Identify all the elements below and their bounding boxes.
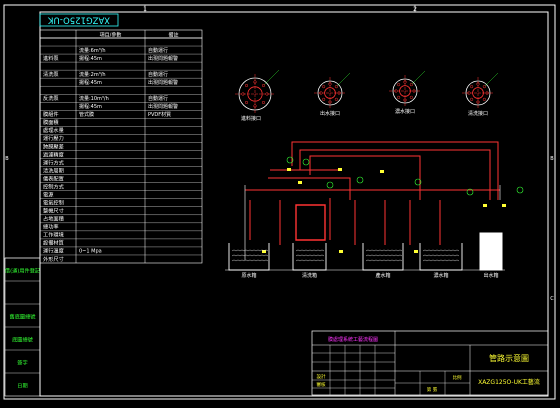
col-mark-1: 1 bbox=[143, 6, 147, 13]
tank-label: 出水箱 bbox=[483, 272, 498, 279]
flange-2: 出水接口 bbox=[314, 72, 351, 117]
row-mark-right-c: C bbox=[550, 296, 554, 302]
spec-row-label: 清洗泵 bbox=[43, 70, 59, 78]
flange-4: 清洗接口 bbox=[462, 72, 499, 117]
spec-header-notes: 備註 bbox=[168, 31, 178, 38]
drawing-number: XAZG125O-UK工藝流 bbox=[478, 378, 540, 386]
row-mark-left-b: B bbox=[5, 156, 9, 162]
tank-5: 出水箱 bbox=[479, 232, 503, 279]
instrument-lines bbox=[286, 156, 524, 196]
side-stamp-item: 舊底圖總號 bbox=[10, 312, 37, 320]
spec-row-note: 出現問題報警 bbox=[148, 103, 178, 110]
flange-details: 進料接口 出水接口 濃水接口 清洗接口 bbox=[235, 69, 499, 122]
flange-label: 清洗接口 bbox=[468, 110, 488, 117]
piping-diagram bbox=[244, 141, 524, 260]
drawing-title: 管路示意圖 bbox=[489, 353, 529, 363]
spec-row-value: 流量:10m³/h bbox=[79, 95, 109, 102]
spec-row-label: 電源 bbox=[43, 190, 54, 198]
spec-row-label: 進料泵 bbox=[43, 54, 59, 62]
side-stamp-item: 簽字 bbox=[17, 358, 27, 366]
spec-row-label: 跨膜壓差 bbox=[43, 142, 64, 150]
col-mark-2: 2 bbox=[413, 6, 417, 13]
spec-row-label: 電氣控制 bbox=[43, 199, 64, 207]
flange-label: 濃水接口 bbox=[395, 108, 415, 115]
checker-label: 審核 bbox=[317, 381, 326, 388]
spec-row-value: 流量:2m³/h bbox=[79, 71, 106, 78]
spec-header-params: 項目/參數 bbox=[100, 31, 122, 38]
spec-row-label: 過濾精度 bbox=[43, 150, 64, 158]
outer-frame bbox=[3, 4, 556, 400]
spec-row-note: PVDF材質 bbox=[148, 111, 171, 118]
tank-4: 濃水箱 bbox=[419, 243, 463, 279]
spec-row-label: 總功率 bbox=[43, 223, 59, 231]
tank-2: 清洗箱 bbox=[292, 243, 327, 279]
spec-row-value: 管式膜 bbox=[79, 111, 94, 118]
tank-label: 產水箱 bbox=[375, 272, 390, 279]
scale-label: 比例 bbox=[453, 374, 462, 381]
tank-label: 清洗箱 bbox=[302, 272, 317, 279]
tank-label: 濃水箱 bbox=[433, 272, 448, 279]
spec-row-label: 運行溫度 bbox=[43, 247, 64, 255]
tank-label: 原水箱 bbox=[241, 272, 256, 279]
title-block: 膜處理系統工藝流程圖 管路示意圖 XAZG125O-UK工藝流 比例 第 張 設… bbox=[311, 330, 549, 396]
spec-row-note: 自動運行 bbox=[148, 95, 168, 102]
spec-row-note: 自動運行 bbox=[148, 71, 168, 78]
spec-row-label: 運行方式 bbox=[43, 158, 65, 166]
inner-frame bbox=[39, 11, 549, 397]
drawing-description: 膜處理系統工藝流程圖 bbox=[328, 336, 378, 343]
spec-row-note: 出現問題報警 bbox=[148, 55, 178, 62]
sheet-label: 第 張 bbox=[427, 386, 438, 393]
spec-row-label: 外形尺寸 bbox=[43, 255, 64, 263]
tanks-group: 原水箱 清洗箱 產水箱 濃水箱 出水箱 bbox=[225, 232, 505, 279]
spec-row-label: 處理水量 bbox=[43, 126, 64, 134]
valves bbox=[262, 168, 506, 253]
spec-row-note: 自動運行 bbox=[148, 47, 168, 54]
pipe-network bbox=[245, 141, 500, 245]
designer-label: 設計 bbox=[317, 373, 326, 380]
spec-row-value: 0~1 Mpa bbox=[79, 249, 102, 255]
flange-1: 進料接口 bbox=[235, 69, 280, 122]
spec-row-note: 出現問題報警 bbox=[148, 79, 178, 86]
spec-row-value: 流量:6m³/h bbox=[79, 47, 106, 54]
spec-row-label: 膜組件 bbox=[43, 110, 59, 118]
side-stamp-item: 日期 bbox=[17, 382, 27, 389]
spec-row-value: 揚程:45m bbox=[79, 79, 102, 86]
spec-row-label: 控制方式 bbox=[43, 182, 65, 190]
spec-row-label: 膜面積 bbox=[43, 118, 59, 126]
spec-row-label: 反洗泵 bbox=[43, 94, 59, 102]
tank-3: 產水箱 bbox=[362, 243, 404, 279]
spec-table-title: XAZG125O-UK bbox=[48, 15, 110, 25]
spec-row-value: 揚程:45m bbox=[79, 55, 102, 62]
spec-row-label: 整機尺寸 bbox=[43, 207, 64, 215]
spec-row-label: 運行壓力 bbox=[43, 134, 64, 142]
spec-row-label: 工作環境 bbox=[43, 231, 64, 239]
spec-row-label: 儀表配置 bbox=[43, 174, 64, 182]
spec-row-label: 清洗周期 bbox=[43, 166, 64, 174]
flange-label: 出水接口 bbox=[320, 110, 340, 117]
side-stamp-item: 底圖總號 bbox=[12, 335, 34, 343]
flange-label: 進料接口 bbox=[241, 115, 261, 122]
tank-1: 原水箱 bbox=[228, 243, 270, 279]
row-mark-right-b: B bbox=[550, 156, 554, 162]
spec-row-label: 設備材質 bbox=[43, 239, 64, 247]
side-stamp-item: 借(通)用件登記 bbox=[5, 266, 40, 274]
flange-3: 濃水接口 bbox=[389, 70, 426, 115]
spec-row-value: 揚程:45m bbox=[79, 103, 102, 110]
spec-row-label: 占地面積 bbox=[43, 215, 65, 223]
